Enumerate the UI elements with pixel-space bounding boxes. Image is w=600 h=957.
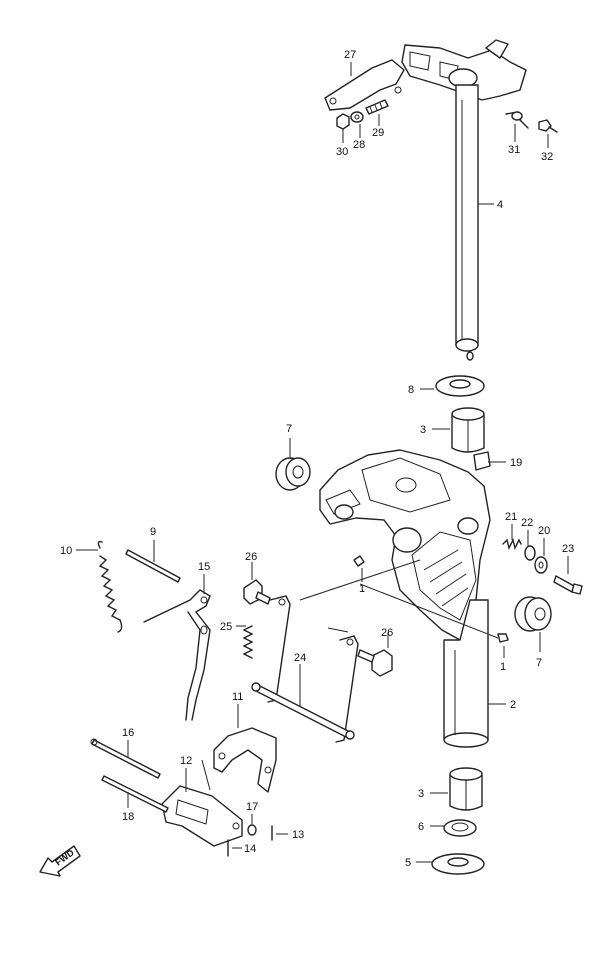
pin-9 [125,549,181,583]
bolt-23 [553,575,583,595]
leader-lines [76,62,569,863]
callout-7-lower: 7 [536,657,542,669]
lever-15 [143,589,211,721]
callout-31: 31 [508,144,520,156]
callout-2: 2 [510,699,516,711]
callout-26-left: 26 [245,551,257,563]
callout-27: 27 [344,49,356,61]
callout-16: 16 [122,727,134,739]
callout-17: 17 [246,801,258,813]
callout-11: 11 [232,691,243,703]
callout-5: 5 [405,857,411,869]
fwd-arrow-icon: FWD [39,845,81,877]
washer-8 [435,375,485,397]
clip-19 [473,451,491,471]
callout-25: 25 [220,621,232,633]
callout-32: 32 [541,151,553,163]
callout-21: 21 [505,511,517,523]
spring-21 [502,537,522,551]
screw-29 [365,99,389,115]
callout-20: 20 [538,525,550,537]
assembly-line [299,559,421,601]
callout-14: 14 [244,843,256,855]
bracket-11 [213,727,277,793]
steering-head [401,39,527,101]
bushing-3-lower [449,767,483,811]
grommet-7-right [514,596,552,632]
clip-31 [505,111,529,129]
assembly-line-2 [359,583,499,639]
callout-12: 12 [180,755,192,767]
spring-10 [97,540,123,633]
callout-28: 28 [353,139,365,151]
callout-30: 30 [336,146,348,158]
washer-22 [524,545,536,561]
screw-1-left [353,555,365,567]
washer-17 [247,824,257,836]
bracket-12 [161,759,243,847]
screw-1-right [497,633,509,643]
nut-30 [336,113,350,130]
callout-7-upper: 7 [286,423,292,435]
grommet-7-left [275,457,311,491]
tilt-lever-24 [251,595,359,743]
callout-24: 24 [294,652,306,664]
callout-1-right: 1 [500,661,506,673]
washer-20 [534,556,548,574]
callout-3-upper: 3 [420,424,426,436]
washer-6 [443,819,477,837]
swivel-tube-2 [443,599,489,748]
callout-1-left: 1 [359,583,365,595]
callout-26-right: 26 [381,627,393,639]
callout-3-lower: 3 [418,788,424,800]
callout-4: 4 [497,199,503,211]
callout-23: 23 [562,543,574,555]
bolt-26-right [357,649,393,677]
callout-9: 9 [150,526,156,538]
bolt-32 [538,119,558,133]
bolt-26-left [243,579,271,605]
callout-labels: 27 29 28 30 31 32 4 8 3 19 7 21 22 20 23… [60,49,574,869]
callout-10: 10 [60,545,72,557]
callout-19: 19 [510,457,522,469]
pin-16 [90,738,161,779]
spring-25 [242,625,254,659]
callout-6: 6 [418,821,424,833]
pin-18 [101,775,169,813]
callout-18: 18 [122,811,134,823]
washer-5 [431,853,485,875]
swivel-bracket [319,449,491,641]
bracket-27 [324,59,405,111]
bushing-3-upper [451,407,485,453]
callout-29: 29 [372,127,384,139]
callout-15: 15 [198,561,210,573]
callout-13: 13 [292,829,304,841]
steering-shaft-4 [455,84,479,361]
callout-22: 22 [521,517,533,529]
callout-8: 8 [408,384,414,396]
washer-28 [350,111,364,123]
